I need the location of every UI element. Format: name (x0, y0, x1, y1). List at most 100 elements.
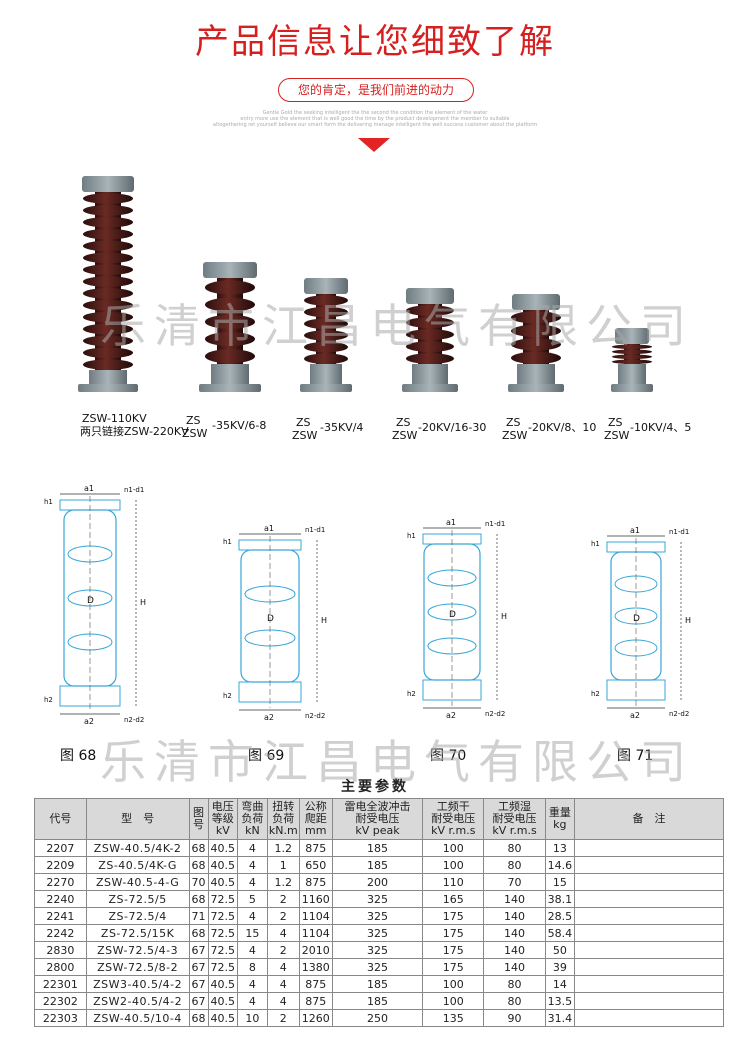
company-watermark: 乐清市江昌电气有限公司 (100, 735, 694, 789)
dimension-D: D (449, 610, 456, 620)
tiny-text-line: altogethering ret yourself believe our s… (212, 122, 538, 128)
product-caption: ZSW-110KV 两只链接ZSW-220KV (80, 412, 189, 438)
table-header-cell: 备 注 (574, 798, 724, 840)
table-cell: 325 (331, 924, 424, 942)
header-text: 耐受电压 (431, 812, 476, 825)
table-cell: 40.5 (207, 839, 239, 857)
table-cell: 68 (188, 839, 209, 857)
header-text: 扭转 (272, 800, 295, 813)
table-cell: 72.5 (207, 907, 239, 925)
table-cell: 5 (237, 890, 268, 908)
table-cell: 50 (544, 941, 576, 959)
product-model-note: 两只链接ZSW-220KV (80, 425, 189, 438)
insulator-base-plate (611, 384, 653, 392)
table-cell: 40.5 (207, 992, 239, 1010)
header-text: kV (215, 824, 230, 837)
dimension-d1: n1-d1 (669, 528, 689, 536)
insulator-bottom-flange (412, 364, 448, 384)
insulator-top-flange (615, 328, 649, 344)
table-cell: 2209 (34, 856, 87, 874)
insulator-shed (406, 329, 454, 340)
header-text: 等级 (211, 812, 234, 825)
table-cell: 80 (483, 992, 546, 1010)
insulator-shed (612, 359, 652, 364)
insulator-shed (205, 332, 255, 347)
dimension-h2: h2 (407, 690, 416, 698)
table-cell: 67 (188, 975, 209, 993)
dimension-h2: h2 (223, 692, 232, 700)
table-cell: 4 (237, 856, 268, 874)
table-cell: 72.5 (207, 890, 239, 908)
table-cell: 140 (483, 941, 546, 959)
insulator-shed (83, 240, 133, 252)
product-caption: ZS ZSW -20KV/8、10 (502, 416, 606, 442)
table-cell: 22303 (34, 1009, 87, 1027)
table-cell: 325 (331, 907, 424, 925)
table-header-cell: 型 号 (85, 798, 190, 840)
table-cell: 67 (188, 941, 209, 959)
table-cell: 4 (266, 958, 300, 976)
table-cell: 4 (266, 924, 300, 942)
header-text: 代号 (49, 812, 72, 825)
header-text: 爬距 (304, 812, 327, 825)
insulator-shed (304, 341, 348, 353)
header-text: 负荷 (241, 812, 264, 825)
product-suffix: -35KV/6-8 (212, 419, 267, 432)
table-cell: 175 (422, 907, 485, 925)
table-cell: 72.5 (207, 958, 239, 976)
table-cell: 325 (331, 941, 424, 959)
table-cell: 4 (266, 975, 300, 993)
table-cell: 2010 (298, 941, 333, 959)
insulator-bottom-flange (89, 370, 127, 384)
table-cell: 13 (544, 839, 576, 857)
insulator-shed (83, 276, 133, 287)
table-cell: 650 (298, 856, 333, 874)
insulator-base-plate (300, 384, 352, 392)
insulator-base-plate (199, 384, 261, 392)
dimension-a2: a2 (84, 717, 94, 726)
dimension-d1: n1-d1 (485, 520, 505, 528)
insulator-shed (511, 324, 561, 337)
table-cell: ZSW3-40.5/4-2 (85, 975, 190, 993)
table-cell: 80 (483, 856, 546, 874)
table-cell: 40.5 (207, 1009, 239, 1027)
product-prefix: ZSW (182, 427, 208, 440)
table-cell: 100 (422, 992, 485, 1010)
table-cell: 1 (266, 856, 300, 874)
insulator-shed (83, 323, 133, 335)
insulator-shed (612, 349, 652, 354)
table-header-cell: 图号 (188, 798, 209, 840)
product-suffix: -20KV/16-30 (418, 421, 487, 434)
header-text: kN (245, 824, 260, 837)
product-suffix: -10KV/4、5 (630, 421, 692, 434)
product-prefix: ZS (296, 416, 311, 429)
table-cell: 31.4 (544, 1009, 576, 1027)
product-prefix: ZSW (292, 429, 318, 442)
dimension-a2: a2 (446, 711, 456, 720)
dimension-d1: n1-d1 (305, 526, 325, 534)
table-cell: 72.5 (207, 924, 239, 942)
dimension-H: H (321, 616, 327, 625)
table-cell: 72.5 (207, 941, 239, 959)
table-cell (574, 907, 724, 925)
product-caption: ZS ZSW -35KV/6-8 (182, 414, 276, 440)
table-cell: 1104 (298, 907, 333, 925)
table-cell (574, 1009, 724, 1027)
tiny-text-line: entry more use the element that is well … (240, 116, 510, 122)
table-cell: 1.2 (266, 839, 300, 857)
table-cell: 100 (422, 975, 485, 993)
insulator-shed (304, 330, 348, 341)
header-text: mm (305, 824, 327, 837)
dimension-h1: h1 (223, 538, 232, 546)
table-cell: 2242 (34, 924, 87, 942)
header-text: 号 (193, 818, 205, 831)
table-cell: 70 (483, 873, 546, 891)
table-cell: 14 (544, 975, 576, 993)
